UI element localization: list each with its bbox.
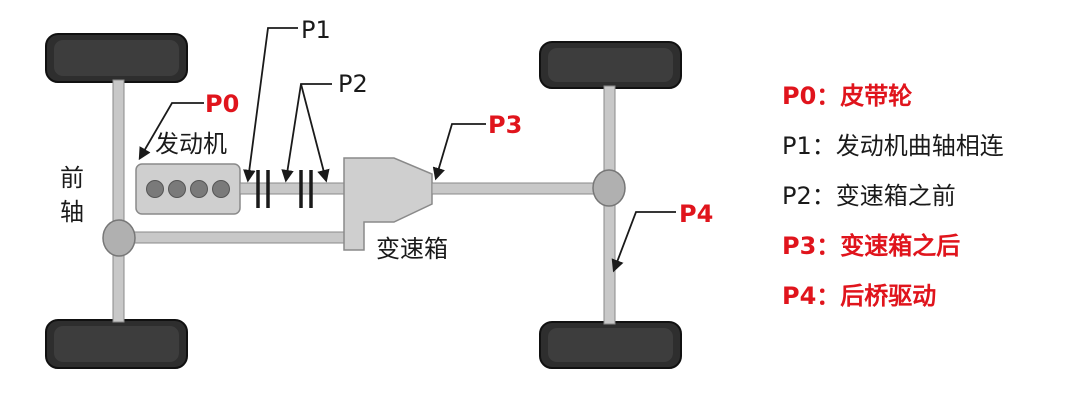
label-p4: P4 [679, 200, 713, 228]
front-differential [102, 219, 136, 257]
clutch-plates [256, 170, 313, 208]
label-p0: P0 [205, 90, 239, 118]
legend-item-p1: P1：发动机曲轴相连 [782, 132, 1004, 160]
p4-leader [611, 211, 676, 273]
engine-block [135, 163, 241, 215]
p1-leader [243, 27, 298, 183]
legend-item-p4: P4：后桥驱动 [782, 282, 937, 310]
propeller-shaft [431, 182, 609, 195]
gearbox [343, 157, 433, 251]
label-p1: P1 [301, 16, 331, 44]
front-drive-shaft [121, 231, 353, 244]
label-front-axle-bottom: 轴 [60, 198, 84, 226]
crankshaft [239, 182, 347, 195]
label-front-axle-top: 前 [60, 164, 84, 192]
legend-item-p3: P3：变速箱之后 [782, 232, 961, 260]
p2-leader-a [281, 83, 332, 183]
legend-item-p0: P0：皮带轮 [782, 82, 913, 110]
front-axle-shaft [112, 79, 125, 323]
label-p3: P3 [488, 111, 522, 139]
front-right-tire [45, 319, 188, 369]
front-left-tire [45, 33, 188, 83]
p3-leader [432, 123, 486, 181]
label-gearbox: 变速箱 [376, 235, 448, 263]
p0-leader [138, 102, 204, 161]
label-p2: P2 [338, 70, 368, 98]
legend: P0：皮带轮 P1：发动机曲轴相连 P2：变速箱之前 P3：变速箱之后 P4：后… [782, 78, 1072, 328]
rear-left-tire [539, 41, 682, 89]
legend-item-p2: P2：变速箱之前 [782, 182, 956, 210]
label-engine: 发动机 [155, 130, 227, 158]
rear-right-tire [539, 321, 682, 369]
p2-leader-b [300, 83, 330, 183]
rear-differential [592, 169, 626, 207]
